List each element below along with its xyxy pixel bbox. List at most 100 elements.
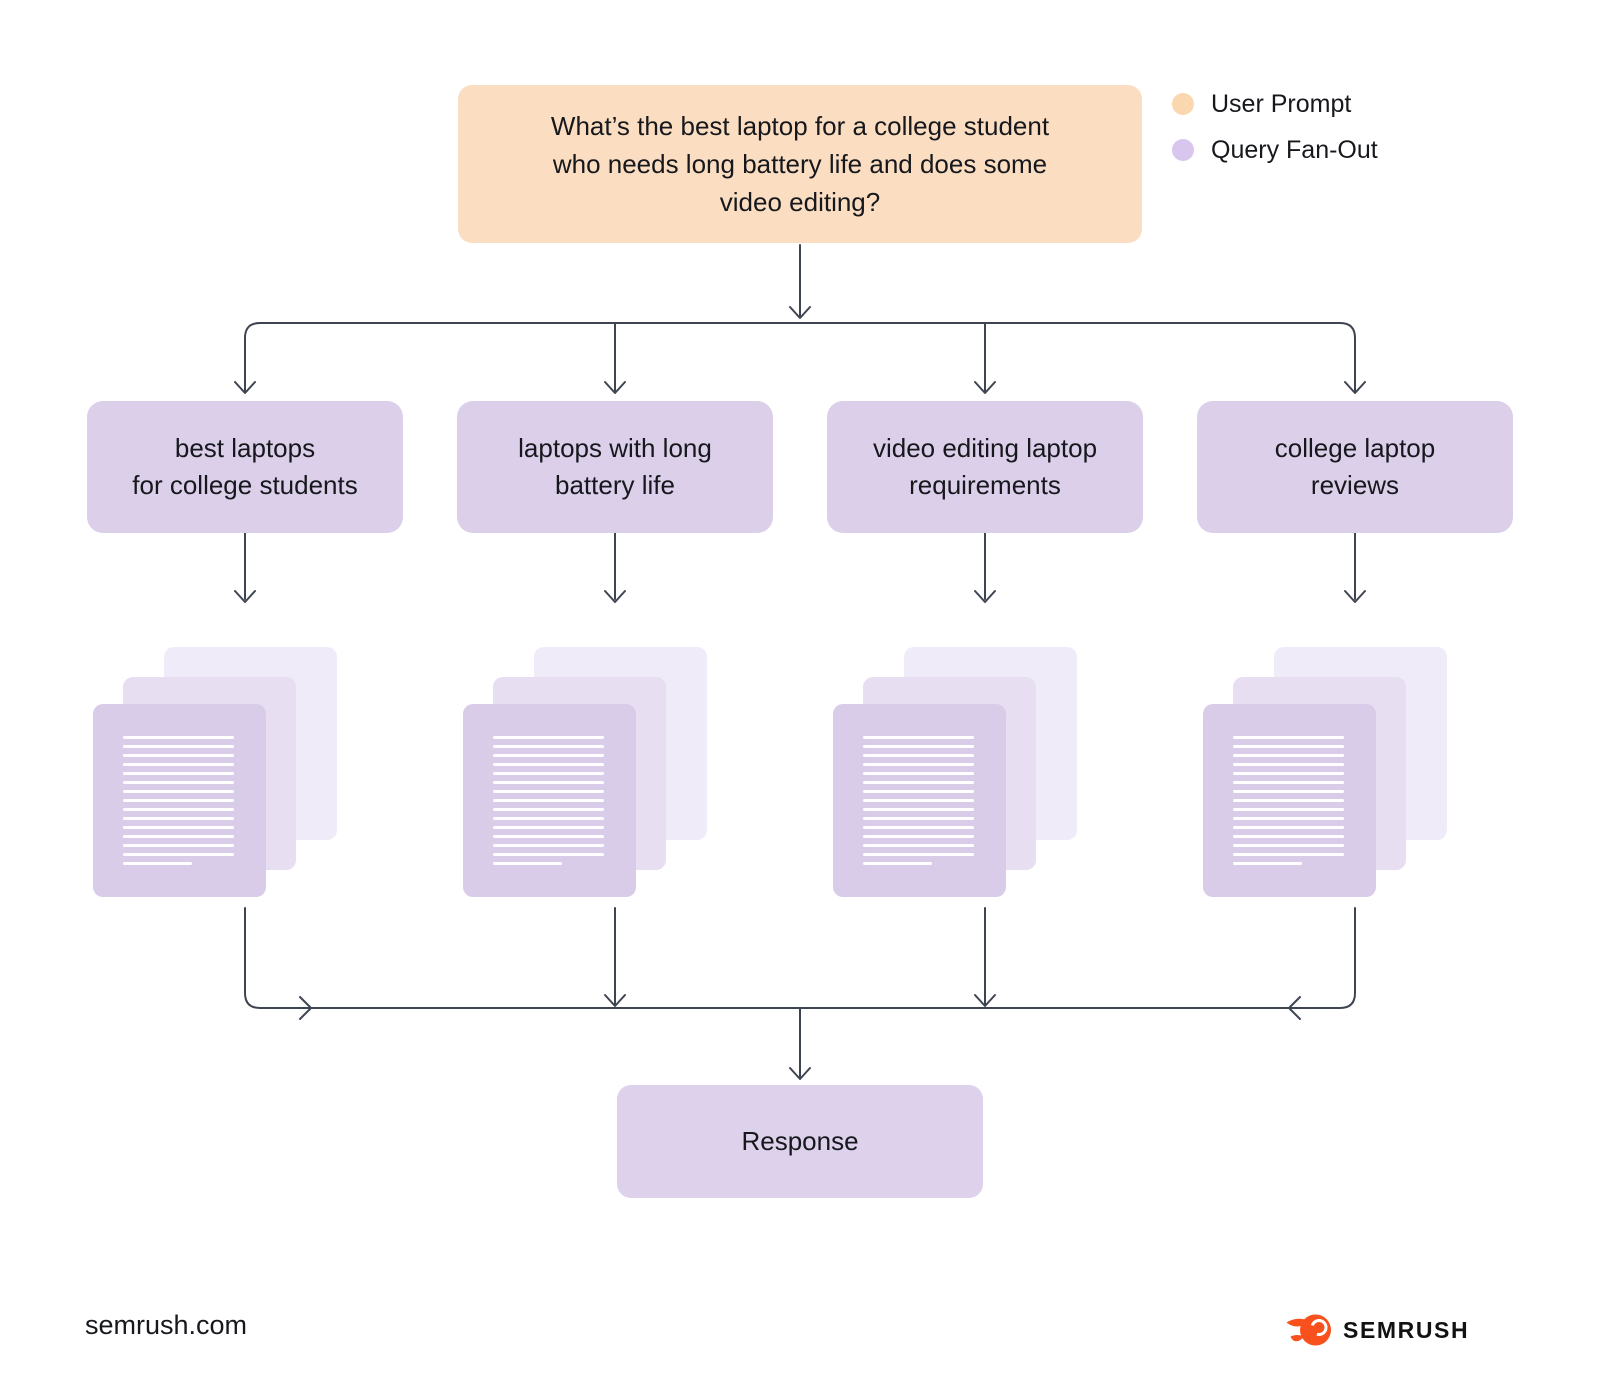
chevron-down: [234, 590, 256, 603]
documents-stack: [1203, 647, 1447, 897]
document-text-line: [1233, 808, 1344, 811]
document-text-line: [863, 790, 974, 793]
document-text-line: [123, 754, 234, 757]
document-text-line: [1233, 844, 1344, 847]
document-text-line: [123, 736, 234, 739]
query-label-line: laptops with long: [518, 433, 712, 463]
document-text-line: [863, 745, 974, 748]
query-label-line: reviews: [1310, 470, 1400, 500]
document-text-line: [493, 799, 604, 802]
document-text-line: [493, 835, 604, 838]
document-text-line: [123, 781, 234, 784]
document-text-line: [493, 772, 604, 775]
legend-label: User Prompt: [1211, 89, 1352, 118]
query-label-line: battery life: [555, 470, 675, 500]
prompt-line: What’s the best laptop for a college stu…: [550, 111, 1050, 141]
document-text-line: [123, 790, 234, 793]
document-text-line: [123, 826, 234, 829]
document-page-icon: [1203, 704, 1376, 897]
document-text-line: [493, 817, 604, 820]
site-url: semrush.com: [85, 1310, 248, 1340]
document-text-line: [863, 844, 974, 847]
chevron-down: [604, 994, 626, 1007]
document-text-line: [493, 754, 604, 757]
document-text-line: [863, 817, 974, 820]
query-fanout-dot-icon: [1172, 139, 1194, 161]
query-node-battery-life: laptops with long battery life: [457, 401, 773, 533]
document-text-line: [123, 817, 234, 820]
document-text-line: [1233, 763, 1344, 766]
documents-stack: [93, 647, 337, 897]
document-text-line: [493, 781, 604, 784]
document-text-line: [863, 754, 974, 757]
document-text-line: [123, 772, 234, 775]
query-label-line: video editing laptop: [872, 433, 1098, 463]
query-node-best-laptops: best laptops for college students: [87, 401, 403, 533]
legend-item-query-fanout: Query Fan-Out: [1172, 135, 1378, 164]
document-text-line: [863, 826, 974, 829]
document-text-line: [1233, 835, 1344, 838]
user-prompt-node: What’s the best laptop for a college stu…: [458, 85, 1142, 243]
document-text-line: [1233, 754, 1344, 757]
document-text-line: [863, 862, 932, 865]
document-text-line: [123, 862, 192, 865]
document-text-lines: [863, 736, 974, 871]
document-text-line: [863, 781, 974, 784]
query-label-line: best laptops: [174, 433, 316, 463]
merge-bar: [244, 907, 1356, 1009]
user-prompt-dot-icon: [1172, 93, 1194, 115]
document-text-line: [863, 853, 974, 856]
document-text-line: [493, 745, 604, 748]
legend-item-user-prompt: User Prompt: [1172, 89, 1378, 118]
document-text-line: [123, 808, 234, 811]
chevron-down: [1344, 381, 1366, 394]
query-node-college-reviews: college laptop reviews: [1197, 401, 1513, 533]
document-text-line: [1233, 817, 1344, 820]
document-text-line: [123, 799, 234, 802]
semrush-logo: SEMRUSH: [1286, 1313, 1469, 1347]
query-label-line: for college students: [132, 470, 358, 500]
documents-stack: [833, 647, 1077, 897]
document-text-line: [1233, 772, 1344, 775]
document-text-lines: [1233, 736, 1344, 871]
document-text-line: [1233, 799, 1344, 802]
document-text-line: [863, 808, 974, 811]
query-label-line: college laptop: [1274, 433, 1436, 463]
document-text-line: [863, 763, 974, 766]
chevron-down: [1344, 590, 1366, 603]
document-text-line: [123, 844, 234, 847]
response-node: Response: [617, 1085, 983, 1198]
chevron-down: [974, 590, 996, 603]
chevron-down: [789, 1067, 811, 1080]
document-text-line: [1233, 736, 1344, 739]
document-text-line: [123, 835, 234, 838]
document-text-lines: [123, 736, 234, 871]
query-node-video-editing: video editing laptop requirements: [827, 401, 1143, 533]
chevron-down: [604, 381, 626, 394]
document-text-line: [123, 763, 234, 766]
document-text-line: [123, 853, 234, 856]
document-text-line: [493, 808, 604, 811]
brand-name: SEMRUSH: [1343, 1316, 1470, 1343]
legend-label: Query Fan-Out: [1211, 135, 1378, 164]
prompt-line: video editing?: [719, 187, 881, 217]
document-text-lines: [493, 736, 604, 871]
document-text-line: [493, 862, 562, 865]
document-text-line: [493, 853, 604, 856]
chevron-down: [974, 381, 996, 394]
chevron-down: [974, 994, 996, 1007]
legend: User Prompt Query Fan-Out: [1172, 89, 1378, 184]
prompt-line: who needs long battery life and does som…: [552, 149, 1048, 179]
document-text-line: [493, 763, 604, 766]
chevron-down: [234, 381, 256, 394]
document-page-icon: [833, 704, 1006, 897]
document-page-icon: [463, 704, 636, 897]
query-label-line: requirements: [909, 470, 1061, 500]
document-text-line: [1233, 790, 1344, 793]
document-text-line: [863, 799, 974, 802]
document-text-line: [1233, 826, 1344, 829]
document-text-line: [863, 736, 974, 739]
document-text-line: [863, 835, 974, 838]
